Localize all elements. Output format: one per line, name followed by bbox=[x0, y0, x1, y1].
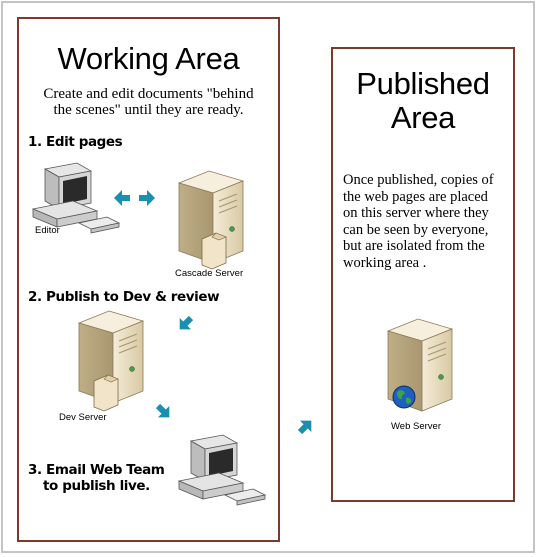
cascade-document-icon bbox=[201, 232, 227, 270]
published-area-title: Published Area bbox=[333, 67, 513, 135]
step-3-line-1: 3. Email Web Team bbox=[28, 462, 165, 478]
right-arrow-icon bbox=[139, 190, 155, 206]
editor-computer-icon bbox=[32, 162, 120, 234]
editor-caption: Editor bbox=[35, 225, 60, 236]
published-area-panel: Published Area Once published, copies of… bbox=[331, 47, 515, 502]
step-3-line-2: to publish live. bbox=[43, 478, 150, 494]
left-arrow-icon bbox=[114, 190, 130, 206]
published-area-description: Once published, copies of the web pages … bbox=[343, 172, 494, 271]
down-left-arrow-icon bbox=[174, 312, 197, 335]
globe-icon bbox=[392, 385, 416, 409]
dev-document-icon bbox=[93, 374, 119, 412]
working-area-description: Create and edit documents "behind the sc… bbox=[43, 86, 254, 118]
cascade-server-caption: Cascade Server bbox=[175, 268, 244, 279]
published-title-line-1: Published bbox=[356, 66, 490, 101]
step-3-label: 3. Email Web Team to publish live. bbox=[28, 462, 165, 494]
working-area-title: Working Area bbox=[57, 41, 240, 76]
up-right-arrow-icon bbox=[294, 415, 317, 438]
web-server-caption: Web Server bbox=[391, 421, 441, 432]
dev-server-caption: Dev Server bbox=[59, 412, 107, 423]
down-right-arrow-icon bbox=[152, 400, 175, 423]
step-2-label: 2. Publish to Dev & review bbox=[28, 289, 220, 305]
published-title-line-2: Area bbox=[390, 100, 456, 135]
working-area-panel: Working Area Create and edit documents "… bbox=[17, 17, 280, 542]
step-1-label: 1. Edit pages bbox=[28, 134, 123, 150]
web-team-computer-icon bbox=[178, 434, 266, 506]
